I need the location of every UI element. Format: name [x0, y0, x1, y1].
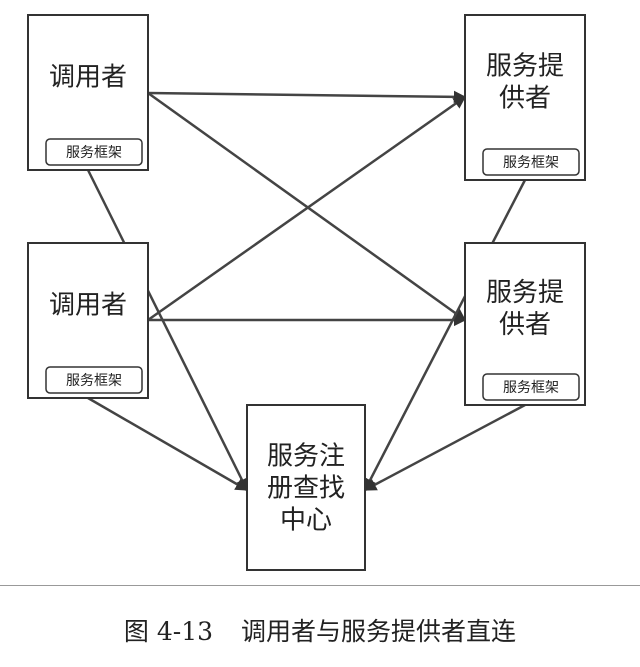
- node-label-line: 服务提: [486, 52, 564, 82]
- node-label-line: 服务提: [486, 278, 564, 308]
- arrow-caller2-to-registry: [87, 396, 249, 492]
- framework-tag-label: 服务框架: [503, 380, 559, 396]
- framework-tag-label: 服务框架: [66, 145, 122, 161]
- node-box: [246, 404, 366, 571]
- framework-tag: [482, 373, 580, 401]
- figure-number: 图 4-13: [123, 617, 214, 646]
- figure-caption: 图 4-13 调用者与服务提供者直连: [0, 612, 640, 648]
- arrow-provider2-to-registry: [363, 403, 526, 492]
- framework-tag: [482, 148, 580, 176]
- caption-separator: [0, 585, 640, 586]
- node-label-line: 调用者: [49, 291, 127, 321]
- arrow-provider1-to-registry: [363, 179, 527, 492]
- framework-tag-label: 服务框架: [503, 155, 559, 171]
- arrow-caller1-to-provider1: [147, 90, 467, 104]
- node-label-line: 中心: [280, 506, 332, 536]
- edges-layer: [86, 90, 527, 492]
- arrow-caller1-to-provider2: [147, 91, 467, 322]
- node-label-line: 供者: [499, 84, 551, 114]
- node-label-line: 册查找: [267, 474, 345, 504]
- node-label-line: 调用者: [49, 63, 127, 93]
- node-label-line: 供者: [499, 310, 551, 340]
- arrow-caller1-to-registry: [86, 169, 249, 492]
- node-label-line: 服务注: [267, 442, 345, 472]
- framework-tag: [45, 366, 143, 394]
- figure-title: 调用者与服务提供者直连: [241, 617, 517, 646]
- arrow-caller2-to-provider1: [147, 95, 467, 322]
- framework-tag-label: 服务框架: [66, 373, 122, 389]
- framework-tag: [45, 138, 143, 166]
